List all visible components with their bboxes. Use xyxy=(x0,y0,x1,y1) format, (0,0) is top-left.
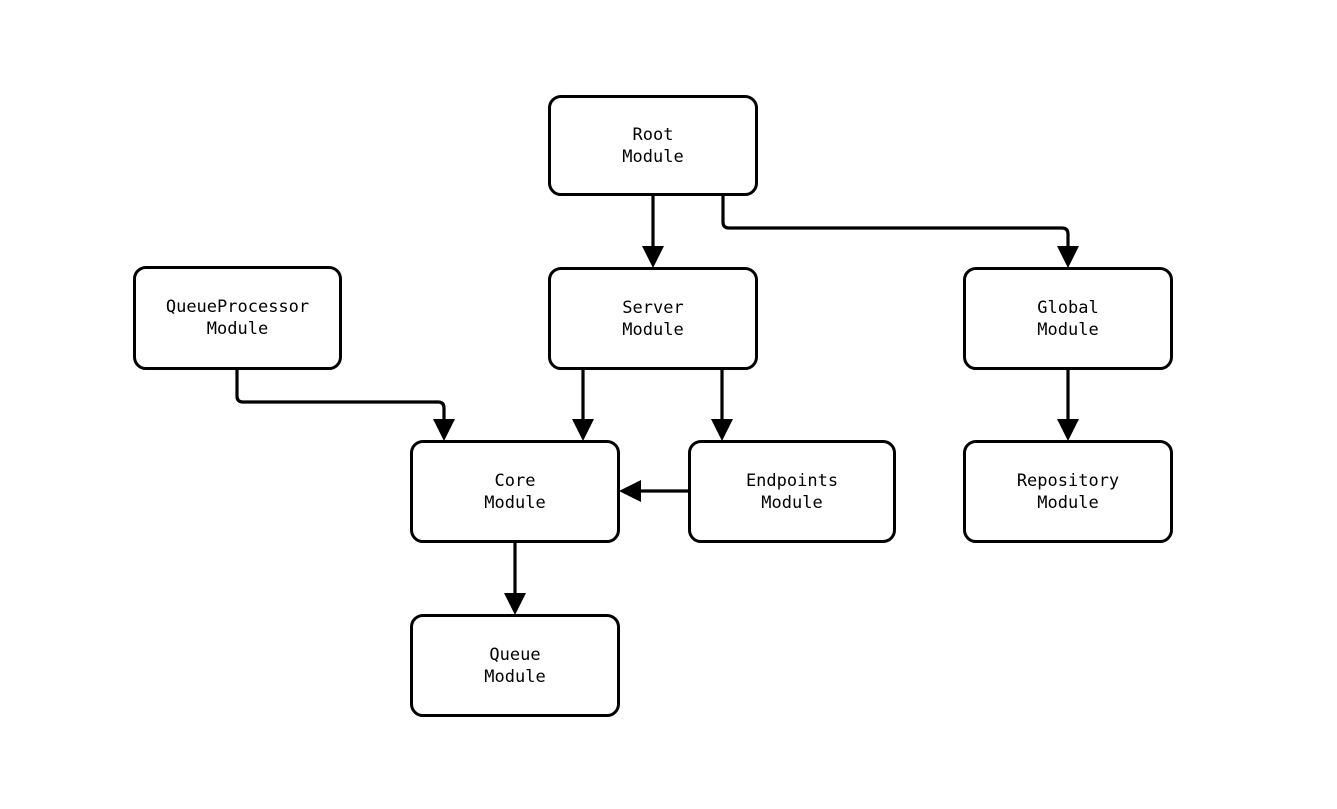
node-global-line2: Module xyxy=(1037,319,1099,340)
node-queueprocessor[interactable]: QueueProcessor Module xyxy=(133,266,342,370)
node-root-line1: Root xyxy=(632,124,674,145)
node-core-line1: Core xyxy=(494,470,536,491)
node-global[interactable]: Global Module xyxy=(963,267,1173,370)
node-queue-line2: Module xyxy=(484,666,546,687)
node-server-line1: Server xyxy=(622,297,684,318)
edge-queueprocessor-to-core xyxy=(235,370,455,441)
node-server[interactable]: Server Module xyxy=(548,267,758,370)
node-server-line2: Module xyxy=(622,319,684,340)
edge-root-to-global xyxy=(721,196,1079,268)
node-endpoints-line1: Endpoints xyxy=(745,470,839,491)
arrowhead-root-to-global xyxy=(1057,246,1079,268)
node-repository[interactable]: Repository Module xyxy=(963,440,1173,543)
arrowhead-root-to-server xyxy=(642,246,664,268)
node-root[interactable]: Root Module xyxy=(548,95,758,196)
edge-root-to-server xyxy=(642,196,664,268)
node-endpoints[interactable]: Endpoints Module xyxy=(688,440,896,543)
arrowhead-queueprocessor-to-core xyxy=(433,419,455,441)
node-endpoints-line2: Module xyxy=(761,492,823,513)
node-core-line2: Module xyxy=(484,492,546,513)
arrowhead-endpoints-to-core xyxy=(619,480,641,502)
edge-endpoints-to-core xyxy=(619,480,688,502)
node-repository-line1: Repository xyxy=(1016,470,1120,491)
arrowhead-server-to-endpoints xyxy=(711,419,733,441)
arrowhead-global-to-repository xyxy=(1057,419,1079,441)
node-queueprocessor-line1: QueueProcessor xyxy=(165,297,310,317)
node-queueprocessor-line2: Module xyxy=(206,319,269,339)
arrowhead-server-to-core xyxy=(572,419,594,441)
node-global-line1: Global xyxy=(1037,297,1099,318)
edge-global-to-repository xyxy=(1057,370,1079,441)
edge-server-to-endpoints xyxy=(711,370,733,441)
arrowhead-core-to-queue xyxy=(504,593,526,615)
node-queue[interactable]: Queue Module xyxy=(410,614,620,717)
node-repository-line2: Module xyxy=(1037,492,1099,513)
node-root-line2: Module xyxy=(622,146,684,167)
node-queue-line1: Queue xyxy=(489,644,541,665)
node-core[interactable]: Core Module xyxy=(410,440,620,543)
edge-server-to-core xyxy=(572,370,594,441)
edge-core-to-queue xyxy=(504,543,526,615)
